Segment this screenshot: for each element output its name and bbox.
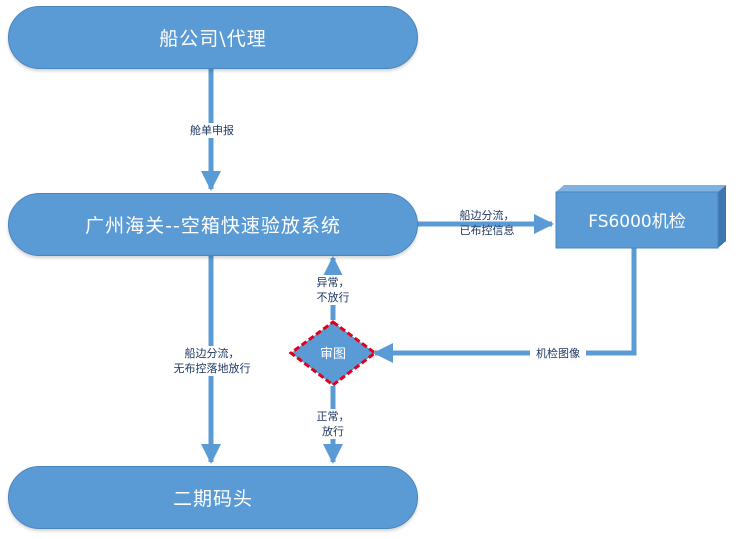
edge-label-direct-release: 船边分流， 无布控落地放行 <box>166 346 258 376</box>
node-phase-two-terminal-label: 二期码头 <box>172 488 253 510</box>
edge-label-abnormal: 异常， 不放行 <box>308 275 358 305</box>
machine-node-label: FS6000机检 <box>588 212 686 232</box>
review-diamond <box>288 320 378 387</box>
node-shipping-company: 船公司\代理 <box>8 6 418 69</box>
node-customs-system: 广州海关--空箱快速验放系统 <box>8 193 418 256</box>
edge-label-to-machine: 船边分流， 已布控信息 <box>459 209 515 237</box>
arrow-machine-to-review <box>373 248 637 363</box>
node-shipping-company-label: 船公司\代理 <box>159 28 267 50</box>
edge-label-machine-image: 机检图像 <box>530 346 586 361</box>
edge-label-normal: 正常， 放行 <box>310 409 356 439</box>
edge-label-ship-declaration: 舱单申报 <box>187 123 237 138</box>
node-customs-system-label: 广州海关--空箱快速验放系统 <box>85 215 341 237</box>
machine-node-shape <box>555 185 726 249</box>
node-phase-two-terminal: 二期码头 <box>8 466 418 529</box>
review-node-label: 审图 <box>320 347 346 362</box>
